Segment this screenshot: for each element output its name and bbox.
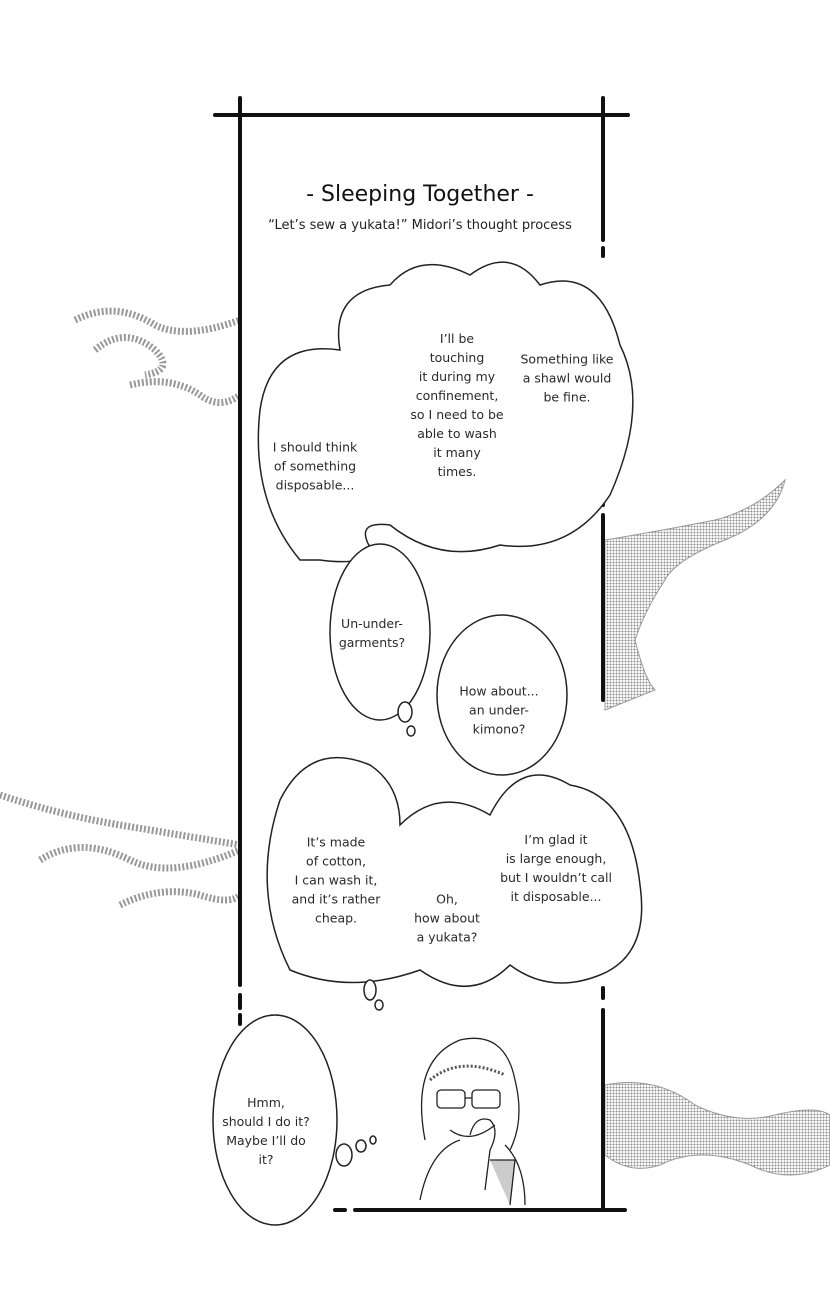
thought-bubble-bottom	[266, 756, 643, 988]
bubble-text-cotton: It’s made of cotton, I can wash it, and …	[291, 834, 381, 926]
thought-tail-dot	[355, 1139, 367, 1153]
thought-tail-dot	[406, 725, 416, 737]
bubble-text-underkimono: How about... an under- kimono?	[459, 683, 539, 737]
thought-tail-dot	[369, 1135, 377, 1145]
bubble-text-yukata: Oh, how about a yukata?	[414, 891, 480, 945]
bubble-text-shawl: Something like a shawl would be fine.	[520, 351, 614, 405]
thought-tail-dot	[374, 999, 384, 1011]
midori-character	[419, 1037, 526, 1206]
thought-bubble-underkimono	[436, 614, 568, 776]
thought-tail-dot	[363, 979, 377, 1001]
bubble-text-touching: I’ll be touching it during my confinemen…	[410, 331, 504, 479]
chapter-subtitle: “Let’s sew a yukata!” Midori’s thought p…	[268, 218, 572, 233]
decorative-cloud-right-mid	[604, 478, 786, 711]
thought-bubble-top	[257, 261, 634, 563]
decorative-cloud-left-top	[73, 307, 243, 406]
decorative-cloud-left-bottom	[0, 791, 243, 909]
bubble-text-hmm: Hmm, should I do it? Maybe I’ll do it?	[222, 1095, 310, 1167]
bubble-text-glad: I’m glad it is large enough, but I would…	[500, 832, 612, 904]
chapter-title: - Sleeping Together -	[306, 182, 534, 207]
decorative-cloud-right-bottom	[604, 1082, 830, 1176]
thought-tail-dot	[335, 1143, 353, 1167]
bubble-text-disposable: I should think of something disposable..…	[272, 439, 358, 493]
thought-bubble-hmm	[212, 1014, 338, 1226]
thought-bubble-undergarments	[329, 543, 431, 721]
bubble-text-undergarments: Un-under- garments?	[338, 616, 406, 650]
thought-tail-dot	[397, 701, 413, 723]
